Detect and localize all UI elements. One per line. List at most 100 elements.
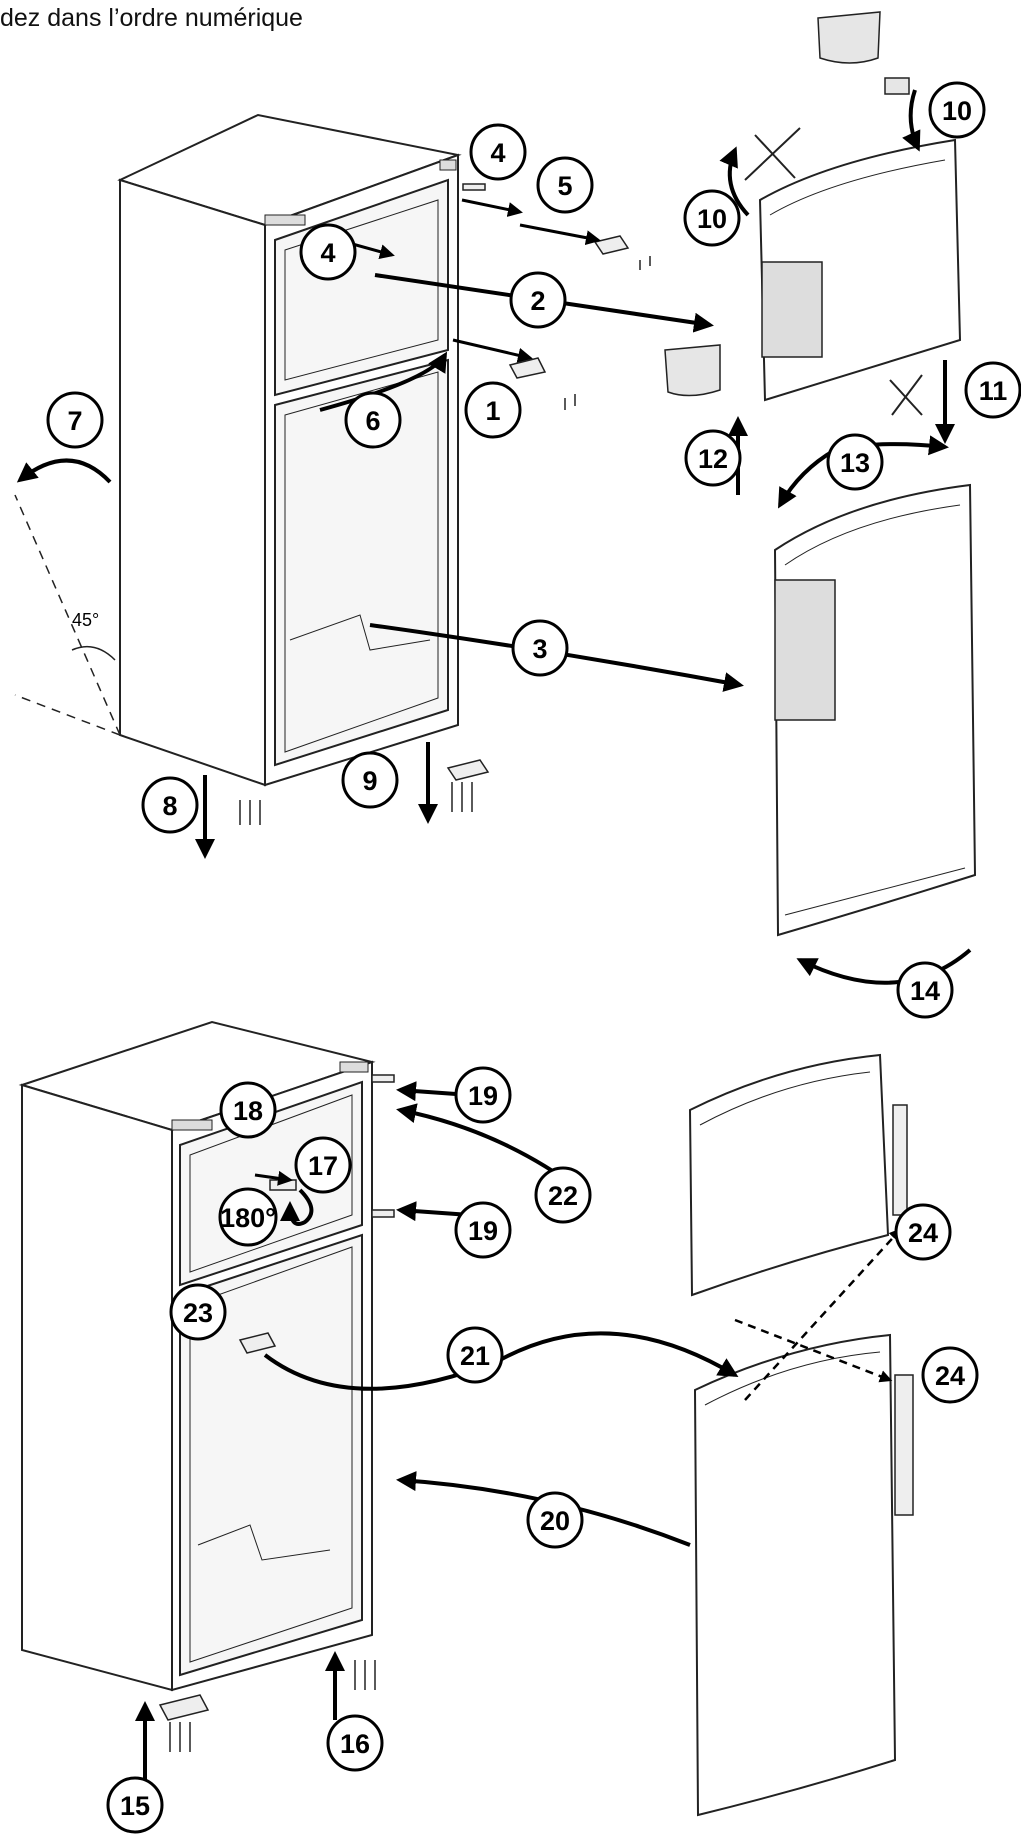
rotation-marker: 180° [218, 1187, 278, 1247]
step-marker-4: 4 [469, 123, 527, 181]
step-circle [344, 391, 402, 449]
step-marker-1: 1 [464, 381, 522, 439]
step-marker-19: 19 [454, 1066, 512, 1124]
fridge-door-bottom [693, 1333, 897, 1817]
step-marker-8: 8 [141, 776, 199, 834]
step-marker-21: 21 [446, 1326, 504, 1384]
step-marker-4: 4 [299, 223, 357, 281]
freezer-door-top [758, 138, 962, 402]
step-circle [536, 156, 594, 214]
hinge-bottom [158, 1074, 914, 1721]
rotation-label: 180° [220, 1203, 276, 1233]
step-number: 11 [979, 376, 1008, 406]
instruction-header: dez dans l’ordre numérique [0, 4, 303, 32]
step-number: 15 [120, 1791, 150, 1821]
angle-arc [71, 645, 116, 661]
step-marker-24: 24 [894, 1203, 952, 1261]
step-number: 21 [460, 1341, 490, 1371]
step-number: 9 [362, 766, 377, 796]
step-number: 13 [840, 448, 870, 478]
step-circle [454, 1066, 512, 1124]
step-circle [46, 391, 104, 449]
step-circle [219, 1081, 277, 1139]
step-circle [921, 1346, 979, 1404]
step-circle [299, 223, 357, 281]
tilt-guide [14, 494, 121, 736]
step-circle [896, 961, 954, 1019]
step-number: 8 [162, 791, 177, 821]
screws-top [239, 256, 651, 825]
step-circle [683, 189, 741, 247]
step-marker-20: 20 [526, 1491, 584, 1549]
step-number: 24 [935, 1361, 965, 1391]
step-number: 18 [233, 1096, 263, 1126]
step-marker-16: 16 [326, 1714, 384, 1772]
fridge-bottom [18, 1020, 376, 1692]
step-number: 2 [530, 286, 545, 316]
step-circle [509, 271, 567, 329]
step-number: 14 [910, 976, 940, 1006]
step-marker-9: 9 [341, 751, 399, 809]
step-marker-6: 6 [344, 391, 402, 449]
step-circle [446, 1326, 504, 1384]
step-marker-15: 15 [106, 1776, 164, 1834]
step-marker-24: 24 [921, 1346, 979, 1404]
step-marker-2: 2 [509, 271, 567, 329]
step-number: 23 [183, 1298, 213, 1328]
step-marker-13: 13 [826, 433, 884, 491]
handle-guides [734, 1228, 902, 1401]
angle-label: 45° [72, 610, 99, 630]
step-marker-23: 23 [169, 1283, 227, 1341]
step-marker-14: 14 [896, 961, 954, 1019]
step-circle [526, 1491, 584, 1549]
step-number: 6 [365, 406, 380, 436]
step-circle [964, 361, 1021, 419]
parts-bag-icon [664, 11, 910, 397]
step-marker-10: 10 [683, 189, 741, 247]
step-circle [141, 776, 199, 834]
step-number: 10 [697, 204, 727, 234]
fridge-door-top [773, 483, 977, 937]
step-number: 16 [340, 1729, 370, 1759]
freezer-door-bottom [688, 1053, 890, 1297]
step-circle [684, 429, 742, 487]
step-circle [326, 1714, 384, 1772]
step-marker-19: 19 [454, 1201, 512, 1259]
crossed-out-part-icon [744, 127, 923, 416]
step-marker-11: 11 [964, 361, 1021, 419]
step-circle [928, 81, 986, 139]
step-number: 19 [468, 1216, 498, 1246]
step-marker-7: 7 [46, 391, 104, 449]
step-marker-17: 17 [294, 1136, 352, 1194]
step-circle [534, 1166, 592, 1224]
step-circle [454, 1201, 512, 1259]
step-number: 7 [67, 406, 82, 436]
step-number: 5 [557, 171, 572, 201]
step-marker-10: 10 [928, 81, 986, 139]
step-number: 12 [698, 444, 728, 474]
step-number: 1 [485, 396, 500, 426]
step-circle [294, 1136, 352, 1194]
step-circle [894, 1203, 952, 1261]
step-circle [469, 123, 527, 181]
screws-bottom [169, 1660, 376, 1752]
step-number: 4 [490, 138, 505, 168]
step-circle [826, 433, 884, 491]
step-circle [464, 381, 522, 439]
step-number: 19 [468, 1081, 498, 1111]
step-number: 4 [320, 238, 335, 268]
step-circle [341, 751, 399, 809]
step-number: 24 [908, 1218, 938, 1248]
step-number: 22 [548, 1181, 578, 1211]
step-marker-3: 3 [511, 619, 569, 677]
step-number: 3 [532, 634, 547, 664]
step-marker-18: 18 [219, 1081, 277, 1139]
step-number: 10 [942, 96, 972, 126]
top-arrows [16, 89, 972, 985]
step-marker-12: 12 [684, 429, 742, 487]
step-number: 17 [308, 1151, 338, 1181]
step-marker-5: 5 [536, 156, 594, 214]
step-circle [511, 619, 569, 677]
